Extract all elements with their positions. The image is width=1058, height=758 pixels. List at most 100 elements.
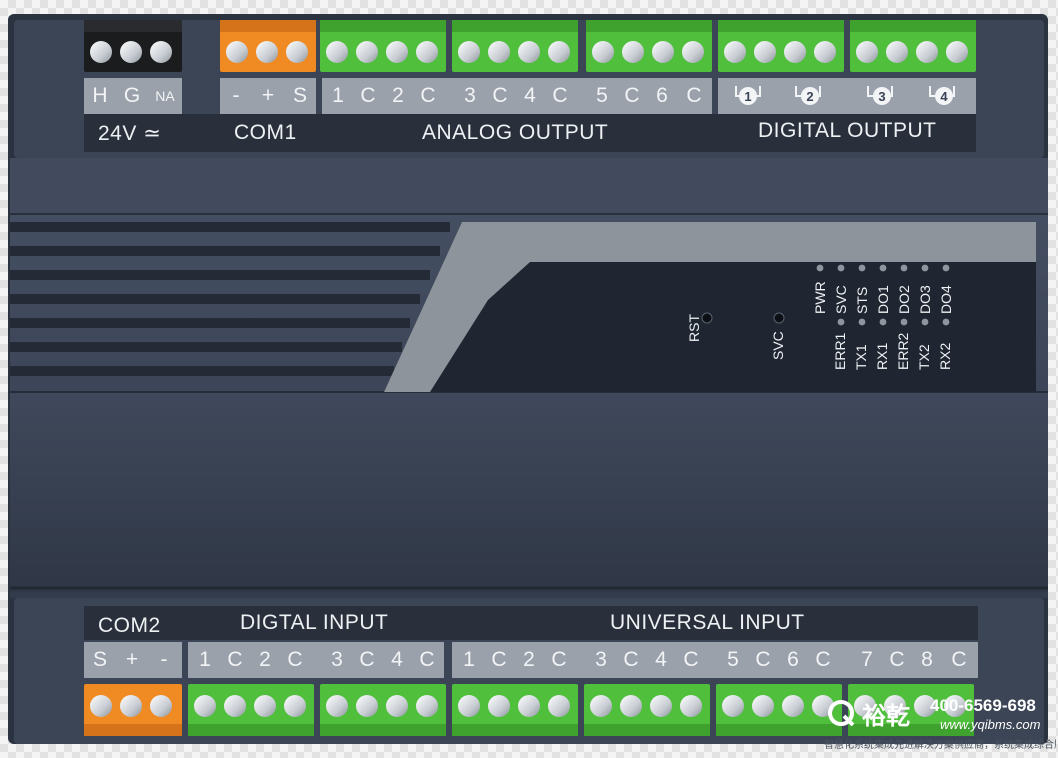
led-row-upper <box>816 264 950 272</box>
bottom-screws[interactable] <box>90 695 966 717</box>
panel-accent <box>384 222 1036 392</box>
power-pin-label: H <box>92 84 108 107</box>
com2-pin-label: + <box>125 648 139 671</box>
power-pin-label: NA <box>155 88 175 104</box>
com1-pin-label: S <box>292 84 307 107</box>
universal-pin-labels: 1 C 2 C 3 C 4 C 5 C 6 C 7 C 8 C <box>452 642 978 678</box>
svc-label: SVC <box>770 331 786 360</box>
terminal-block-universal-in <box>452 684 974 736</box>
analog-pin-label: C <box>624 84 640 107</box>
led-label: RX1 <box>874 342 890 370</box>
brand-watermark: 裕乾 400-6569-698 www.yqibms.com 智慧化系统集成先进… <box>822 696 1058 753</box>
analog-pin-label: 4 <box>524 84 536 107</box>
led-label: DO3 <box>917 285 933 314</box>
analog-pin-label: 6 <box>656 84 668 107</box>
digital-in-pin-labels: 1 C 2 C 3 C 4 C <box>188 642 444 678</box>
com1-pin-label: + <box>261 84 275 107</box>
rst-label: RST <box>686 314 702 342</box>
power-pin-label: G <box>123 84 141 107</box>
upper-ridge <box>10 158 1048 214</box>
universal-input-label: UNIVERSAL INPUT <box>610 611 805 634</box>
led-label: PWR <box>812 281 828 314</box>
led-label: STS <box>854 286 870 314</box>
analog-pin-labels: 1 C 2 C 3 C 4 C 5 C 6 C <box>322 78 712 114</box>
digital-in-pin-label: 4 <box>391 648 403 671</box>
led-label: DO4 <box>938 285 954 314</box>
lower-body <box>10 392 1048 592</box>
bottom-label-strips <box>84 606 978 678</box>
universal-pin-label: C <box>683 648 699 671</box>
com1-label: COM1 <box>234 121 297 144</box>
analog-pin-label: 2 <box>392 84 404 107</box>
digital-output-label: DIGITAL OUTPUT <box>758 119 937 142</box>
svc-button[interactable] <box>773 312 785 324</box>
relay-number: 2 <box>806 88 814 104</box>
analog-pin-label: 3 <box>464 84 476 107</box>
analog-pin-label: C <box>420 84 436 107</box>
com1-pin-label: - <box>232 84 240 107</box>
digital-in-pin-label: 2 <box>259 648 271 671</box>
com2-pin-labels: S + - <box>84 642 182 678</box>
digital-in-pin-label: C <box>359 648 375 671</box>
status-panel <box>384 222 1036 392</box>
analog-pin-label: 1 <box>332 84 344 107</box>
power-pin-labels: H G NA <box>84 78 182 114</box>
universal-pin-label: 7 <box>861 648 873 671</box>
universal-pin-label: C <box>951 648 967 671</box>
terminal-block-analog-out <box>320 20 712 72</box>
digital-input-label: DIGTAL INPUT <box>240 611 389 634</box>
universal-pin-label: C <box>623 648 639 671</box>
universal-pin-label: C <box>491 648 507 671</box>
com1-pin-labels: - + S <box>220 78 316 114</box>
analog-pin-label: C <box>360 84 376 107</box>
led-label: DO1 <box>875 285 891 314</box>
led-label: TX1 <box>853 344 869 370</box>
rst-button[interactable] <box>701 312 713 324</box>
power-label: 24V ≃ <box>98 122 162 145</box>
com2-pin-label: - <box>160 648 168 671</box>
universal-pin-label: 2 <box>523 648 535 671</box>
analog-output-label: ANALOG OUTPUT <box>422 121 609 144</box>
relay-number: 4 <box>940 88 948 104</box>
analog-pin-label: 5 <box>596 84 608 107</box>
top-label-strips <box>84 78 976 152</box>
relay-number: 1 <box>744 88 752 104</box>
terminal-block-digital-out <box>718 20 976 72</box>
digital-in-pin-label: 1 <box>199 648 211 671</box>
universal-pin-label: 6 <box>787 648 799 671</box>
digital-in-pin-label: C <box>287 648 303 671</box>
analog-pin-label: C <box>686 84 702 107</box>
relay-number-badges <box>739 87 953 105</box>
analog-pin-label: C <box>492 84 508 107</box>
brand-logo-icon <box>828 700 855 727</box>
terminal-block-digital-in <box>188 684 446 736</box>
led-label: RX2 <box>937 342 953 370</box>
digital-in-pin-label: C <box>419 648 435 671</box>
vent-grooves <box>10 222 450 376</box>
universal-pin-label: C <box>755 648 771 671</box>
universal-pin-label: 1 <box>463 648 475 671</box>
brand-website: www.yqibms.com <box>940 717 1041 732</box>
led-label: ERR2 <box>895 332 911 370</box>
led-label: DO2 <box>896 285 912 314</box>
universal-pin-label: C <box>815 648 831 671</box>
analog-pin-label: C <box>552 84 568 107</box>
led-label: ERR1 <box>832 332 848 370</box>
led-label: TX2 <box>916 344 932 370</box>
universal-pin-label: 5 <box>727 648 739 671</box>
brand-name: 裕乾 <box>862 702 910 730</box>
universal-pin-label: 4 <box>655 648 667 671</box>
universal-pin-label: C <box>889 648 905 671</box>
universal-pin-label: C <box>551 648 567 671</box>
digital-in-pin-label: C <box>227 648 243 671</box>
universal-pin-label: 8 <box>921 648 933 671</box>
universal-pin-label: 3 <box>595 648 607 671</box>
digital-in-pin-label: 3 <box>331 648 343 671</box>
brand-slogan: 智慧化系统集成先进解决方案供应商，系统集成综合服务商 <box>824 740 1056 751</box>
relay-number: 3 <box>878 88 886 104</box>
brand-phone: 400-6569-698 <box>930 696 1036 715</box>
relay-number-labels: 1 2 3 4 <box>718 78 976 114</box>
top-screws[interactable] <box>90 41 968 63</box>
